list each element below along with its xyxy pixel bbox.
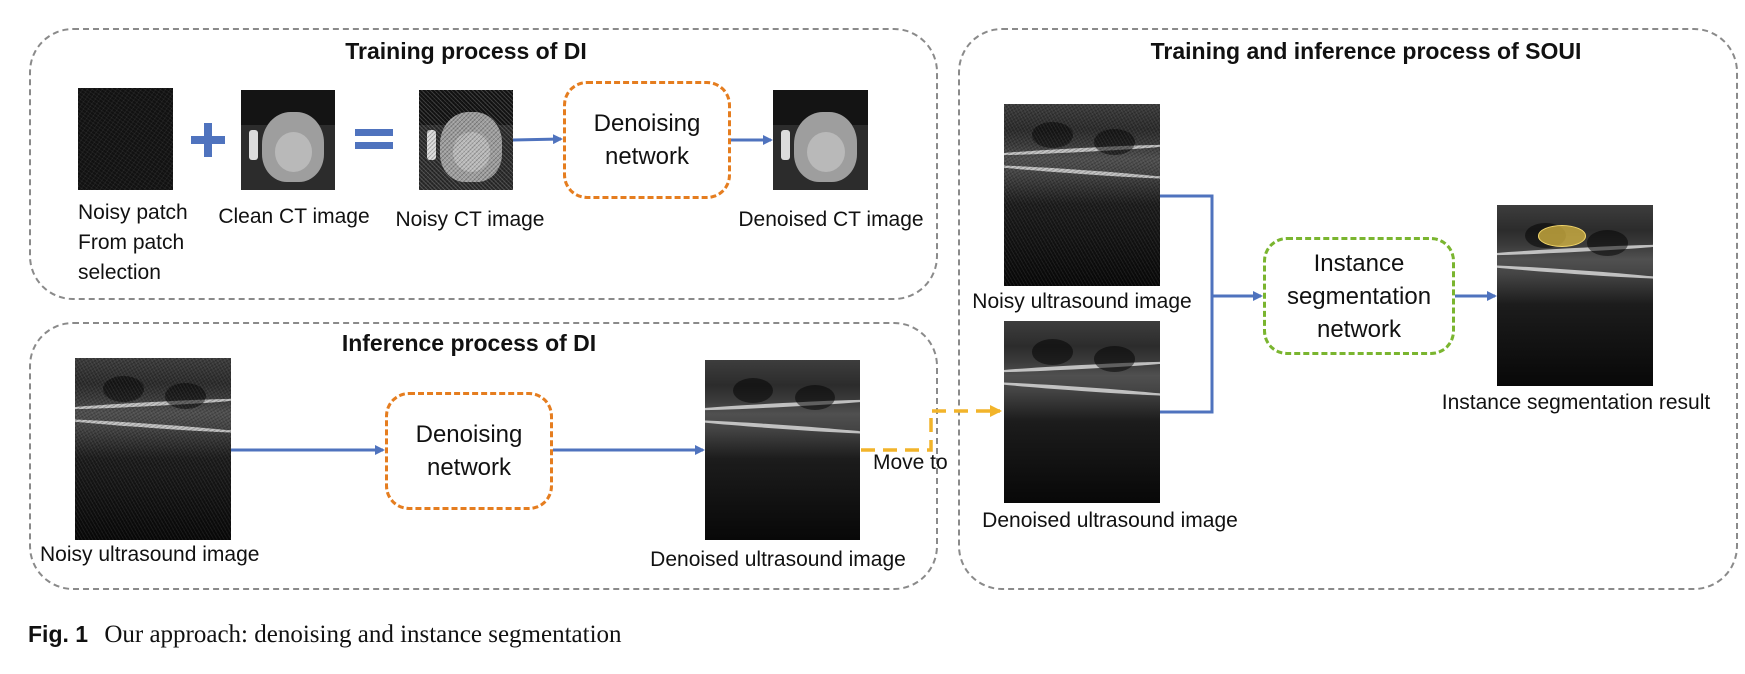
denoised-ct-image	[773, 90, 868, 190]
connector-noisy-us-soui	[1160, 194, 1214, 296]
denoised-ultrasound-image-inference	[705, 360, 860, 540]
denoised-ultrasound-image-soui	[1004, 321, 1160, 503]
panel-training-di	[29, 28, 938, 300]
noisy-ultrasound-image-inference	[75, 358, 231, 540]
denoised-ct-label: Denoised CT image	[738, 208, 924, 231]
figure-caption-text: Our approach: denoising and instance seg…	[104, 621, 622, 648]
noisy-ultrasound-image-soui	[1004, 104, 1160, 286]
segmentation-mask	[1537, 224, 1587, 247]
clean-ct-label: Clean CT image	[218, 205, 370, 228]
arrow-noisy-ct-to-denoise	[512, 134, 563, 145]
panel-inference-di	[29, 322, 938, 590]
figure-number: Fig. 1	[28, 621, 89, 647]
instance-segmentation-result-image	[1497, 205, 1653, 386]
denoised-ultrasound-label-soui: Denoised ultrasound image	[982, 509, 1238, 532]
instance-segmentation-result-label: Instance segmentation result	[1441, 391, 1711, 414]
noisy-ultrasound-label-inference: Noisy ultrasound image	[40, 543, 260, 566]
noisy-ct-label: Noisy CT image	[395, 208, 545, 231]
noisy-patch-label: Noisy patch From patch selection	[78, 201, 188, 284]
panel-title-soui: Training and inference process of SOUI	[1150, 38, 1582, 64]
noisy-ct-image	[419, 90, 513, 190]
panel-title-training-di: Training process of DI	[345, 38, 587, 64]
move-to-label: Move to	[873, 451, 948, 474]
figure-caption: Fig. 1 Our approach: denoising and insta…	[28, 621, 622, 649]
panel-soui	[958, 28, 1738, 590]
denoised-ultrasound-label-inference: Denoised ultrasound image	[650, 548, 906, 571]
clean-ct-image	[241, 90, 335, 190]
noisy-ultrasound-label-soui: Noisy ultrasound image	[972, 290, 1192, 313]
connector-denoised-us-soui	[1160, 296, 1214, 414]
noisy-patch-image	[78, 88, 173, 190]
panel-title-inference-di: Inference process of DI	[341, 330, 597, 356]
move-to-arrow	[861, 405, 1002, 452]
